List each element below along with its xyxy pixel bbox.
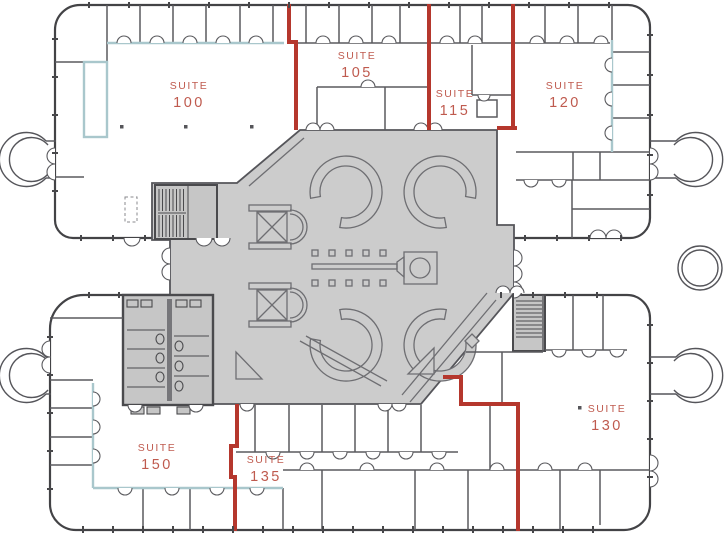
demising-wall-135-130 [443,375,520,531]
suite-number: 100 [173,94,205,111]
suite-number: 130 [591,417,623,434]
column-markers [120,125,582,410]
curved-wall-icons [309,155,477,382]
sink-icon [189,299,202,308]
demising-walls [229,4,520,531]
suite-number: 105 [341,64,373,81]
restrooms [121,293,215,415]
suite-label-120: SUITE 120 [546,80,584,112]
elevator-icon [248,204,308,250]
suite-name: SUITE [137,441,177,454]
suite-name: SUITE [169,79,209,92]
suite-label-105: SUITE 105 [338,50,376,82]
sink-icon [140,299,153,308]
suite-number: 150 [141,456,173,473]
reception-desk-dashed [124,196,138,223]
suite-name: SUITE [587,402,627,415]
diagonal-stair-wall [401,292,497,403]
suite-name: SUITE [435,87,475,100]
suite-label-135: SUITE 135 [247,454,285,486]
planter-triangle [406,346,435,375]
suite-number: 115 [439,102,471,119]
core-entry-diagonal [248,137,305,187]
suite-name: SUITE [337,49,377,62]
balcony-east-top-icon [650,131,724,188]
sink-icon [126,299,139,308]
door-arcs [41,35,659,496]
stairwell-northwest [154,184,218,240]
elevator-icon [248,282,308,328]
stair-treads-icon [516,300,542,338]
restroom-divider-wall [167,299,172,401]
suite-label-115: SUITE 115 [436,88,474,120]
suite-name: SUITE [545,79,585,92]
demising-wall-115-120 [497,4,517,130]
core-features [235,137,497,403]
diagonal-wall [299,335,388,387]
suite-name: SUITE [246,453,286,466]
atrium-trellis-icon [311,249,438,287]
stair-treads-icon [158,185,189,239]
suite-number: 135 [250,468,282,485]
balcony-arcs [0,131,724,404]
fountain-icon [409,257,431,279]
balcony-east-bottom-icon [650,347,724,404]
suite-label-130: SUITE 130 [588,403,626,435]
suite-label-150: SUITE 150 [138,442,176,474]
balcony-west-bottom-icon [0,347,51,404]
demising-wall-150-135 [229,404,239,531]
sink-icon [175,299,188,308]
pivot-diamond-icon [464,333,480,349]
stairwell-southeast [512,294,546,352]
suite-label-100: SUITE 100 [170,80,208,112]
planter-triangle [235,350,264,380]
courtyard-circle-icon [677,245,723,291]
demising-wall-100-105 [287,4,298,130]
top-wing-outline [53,3,652,240]
suite-number: 120 [549,94,581,111]
restroom-stalls-icon [126,299,209,392]
